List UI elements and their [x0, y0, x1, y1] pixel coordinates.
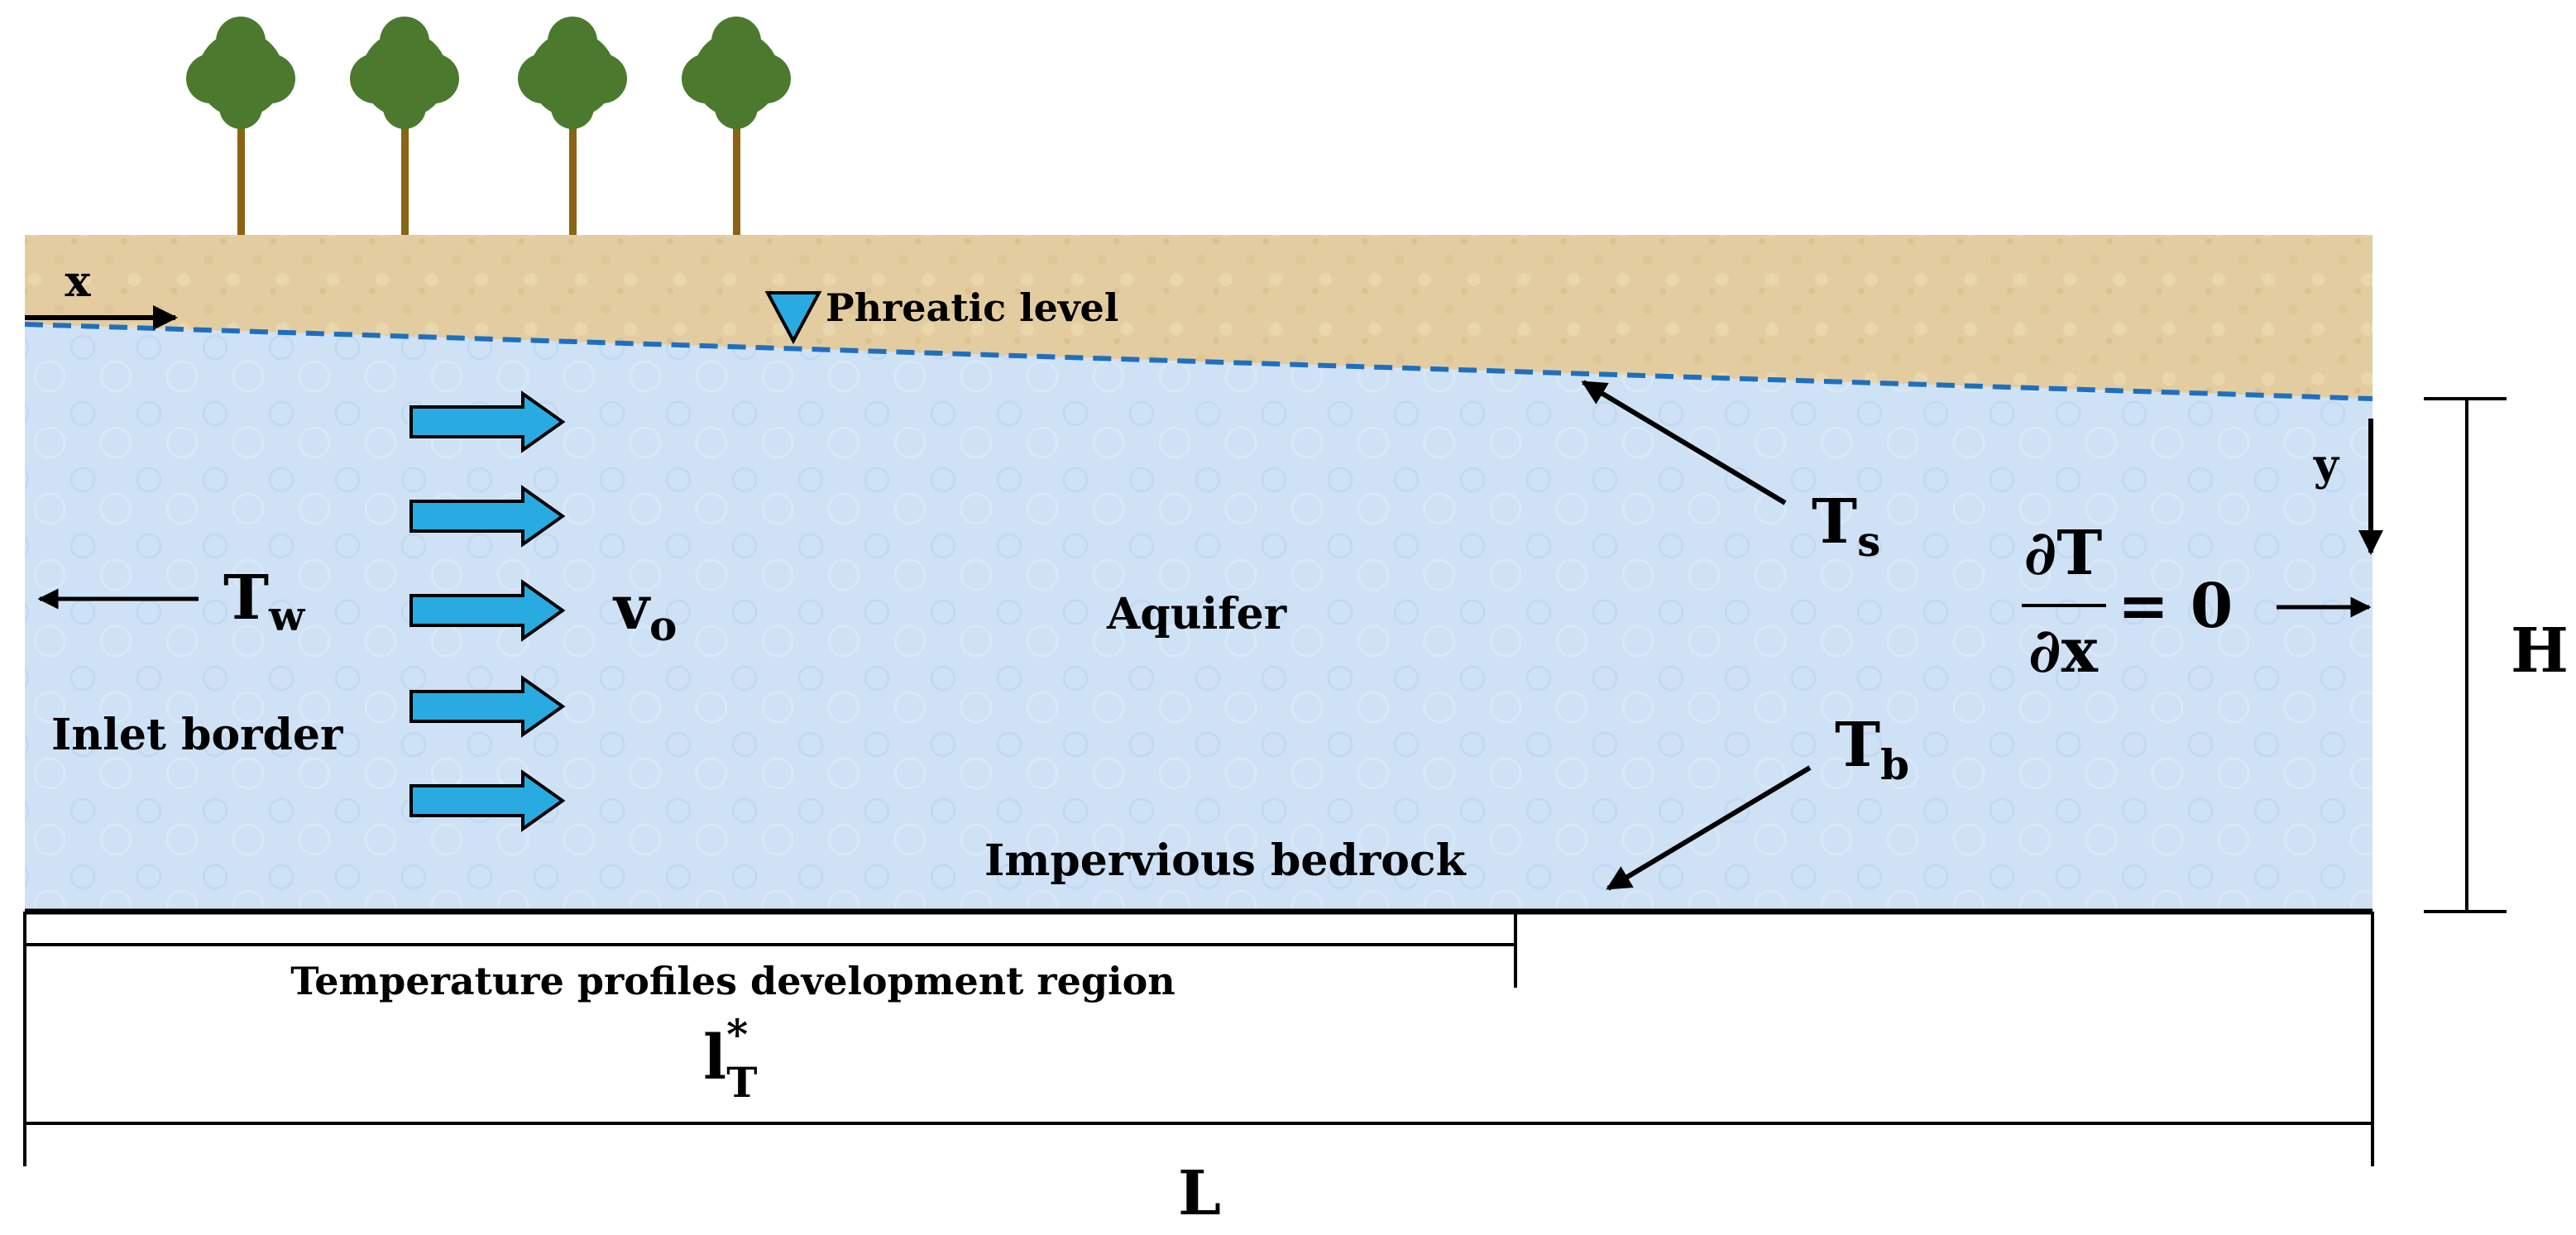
tree-icon [350, 17, 459, 235]
flow-arrow-icon [409, 390, 566, 453]
dev-region-label: Temperature profiles development region [290, 959, 1175, 1003]
aquifer-texture [25, 324, 2373, 912]
water-table-triangle-icon [764, 291, 822, 345]
bc-numerator: ∂T [2024, 518, 2103, 589]
phreatic-line [24, 322, 2373, 401]
l-label: L [1178, 1158, 1221, 1229]
flow-arrow-icon [409, 675, 566, 738]
tree-icon [682, 17, 791, 235]
velocity-label: vo [612, 572, 677, 650]
phreatic-level-label: Phreatic level [826, 285, 1118, 330]
tb-label: Tb [1835, 710, 1909, 789]
inlet-border-label: Inlet border [51, 710, 343, 760]
h-label: H [2511, 615, 2569, 687]
ts-label: Ts [1812, 486, 1880, 566]
impervious-bedrock-label: Impervious bedrock [984, 835, 1467, 886]
y-axis-label: y [2313, 440, 2340, 491]
tree-icon [518, 17, 627, 235]
flow-arrow-icon [409, 769, 566, 832]
bc-denominator: ∂x [2028, 615, 2099, 687]
flow-arrow-icon [409, 579, 566, 642]
flow-arrow-icon [409, 485, 566, 548]
ts-arrow [1581, 380, 1787, 505]
aquifer-label: Aquifer [1106, 589, 1287, 639]
bc-rhs: = 0 [2118, 571, 2233, 642]
x-axis-label: x [65, 256, 91, 307]
tw-label: Tw [223, 562, 306, 640]
lt-label: l*T [703, 1010, 758, 1107]
tb-arrow [1606, 765, 1812, 891]
tree-icon [186, 17, 295, 235]
